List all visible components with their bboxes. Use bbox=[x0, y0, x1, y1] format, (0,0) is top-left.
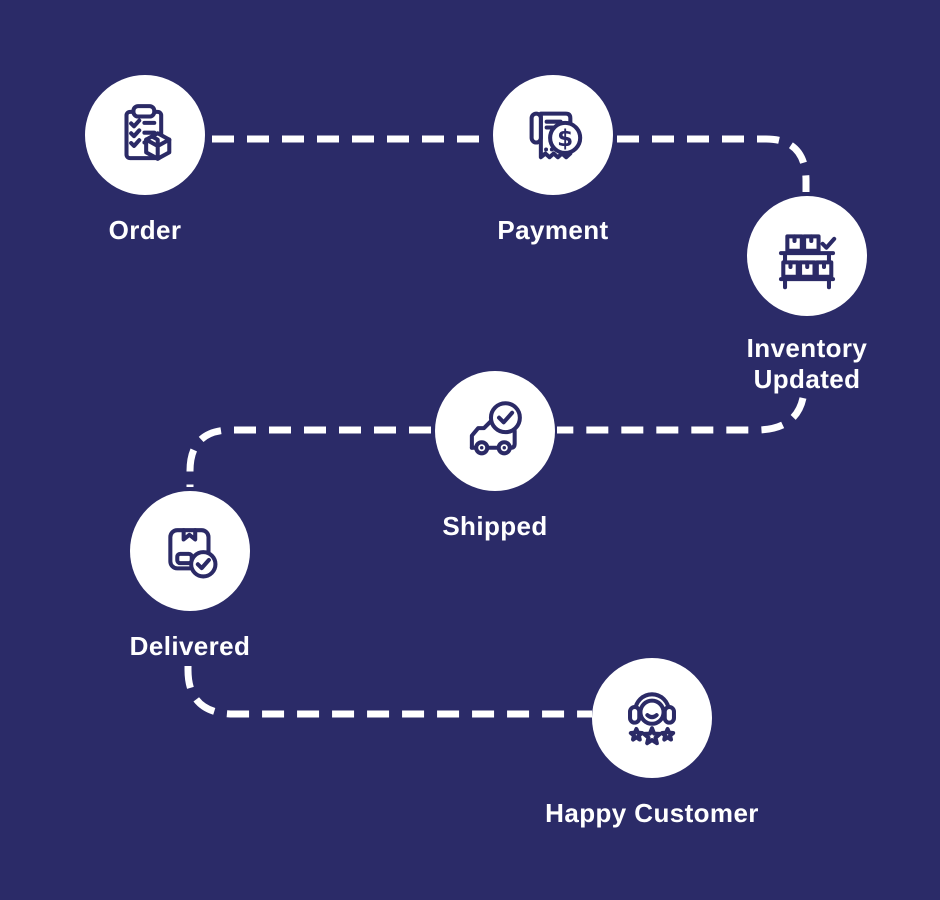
node-label-delivered: Delivered bbox=[129, 631, 251, 661]
happy-customer-node-circle bbox=[592, 658, 712, 778]
star-small-right bbox=[660, 726, 676, 742]
delivered-package-check-icon bbox=[168, 528, 218, 579]
payment-node-circle: $ bbox=[493, 75, 613, 195]
connector-inventory-shipped bbox=[557, 397, 807, 434]
node-inventory-updated: Inventory Updated bbox=[747, 196, 867, 394]
node-order: Order bbox=[85, 75, 205, 245]
node-shipped: Shipped bbox=[435, 371, 555, 541]
happy-customer-headset-stars-icon bbox=[628, 692, 676, 746]
node-delivered: Delivered bbox=[130, 491, 250, 661]
delivered-node-circle bbox=[130, 491, 250, 611]
node-label-inventory-updated: Inventory Updated bbox=[746, 333, 868, 394]
node-happy-customer: Happy Customer bbox=[545, 658, 758, 828]
node-payment: $ Payment bbox=[493, 75, 613, 245]
node-label-payment: Payment bbox=[497, 215, 609, 245]
order-node-circle bbox=[85, 75, 205, 195]
order-clipboard-checklist-box-icon bbox=[124, 104, 172, 161]
star-large-center bbox=[641, 726, 663, 746]
node-label-happy-customer: Happy Customer bbox=[545, 798, 759, 828]
connector-shipped-delivered bbox=[186, 426, 431, 487]
node-label-order: Order bbox=[108, 215, 182, 245]
inventory-shelf-boxes-check-icon bbox=[778, 234, 837, 290]
inventory-node-circle bbox=[747, 196, 867, 316]
shipped-node-circle bbox=[435, 371, 555, 491]
dollar-sign-glyph: $ bbox=[557, 126, 573, 152]
connector-payment-inventory bbox=[617, 135, 810, 192]
node-label-shipped: Shipped bbox=[442, 511, 548, 541]
connector-delivered-happy-customer bbox=[184, 666, 592, 718]
payment-receipt-dollar-icon: $ bbox=[529, 111, 583, 160]
shipping-truck-check-icon bbox=[469, 401, 522, 456]
star-small-left bbox=[628, 726, 644, 742]
